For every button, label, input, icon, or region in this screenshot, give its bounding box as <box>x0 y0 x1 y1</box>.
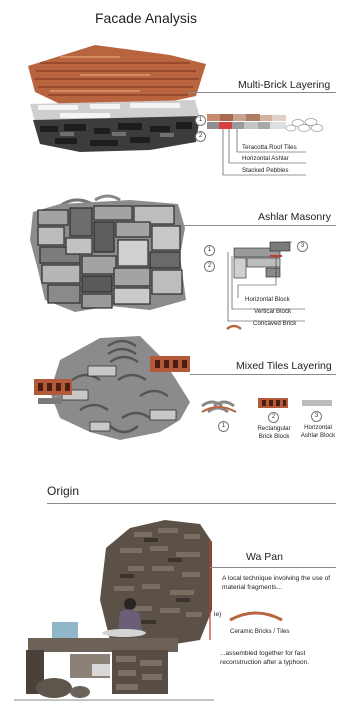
marker-2: 2 <box>204 261 215 272</box>
label-stacked-pebbles: Stacked Pebbles <box>242 167 289 174</box>
wa-pan-title: Wa Pan <box>246 551 283 563</box>
ceramic-bricks-caption: Ceramic Bricks / Tiles <box>230 628 290 635</box>
wa-pan-description: A local technique involving the use of m… <box>222 575 331 591</box>
label-rectangular-brick-block: Rectangular Brick Block <box>257 425 291 440</box>
marker-1: 1 <box>195 115 206 126</box>
ie-label: ie) <box>214 611 222 618</box>
wa-pan-conclusion: ...assembled together for fast reconstru… <box>220 650 310 666</box>
page-title: Facade Analysis <box>95 10 197 26</box>
section-title-multi-brick: Multi-Brick Layering <box>238 79 331 91</box>
label-horizontal-ashlar: Horizontal Ashlar <box>242 155 289 162</box>
marker-1: 1 <box>218 421 229 432</box>
marker-3: 3 <box>297 241 308 252</box>
section-title-mixed-tiles: Mixed Tiles Layering <box>236 360 332 372</box>
marker-2: 2 <box>268 412 279 423</box>
label-horizontal-block: Horizontal Block <box>245 296 290 303</box>
label-concaved-brick: Concaved Brick <box>253 320 297 327</box>
origin-heading: Origin <box>47 484 80 498</box>
label-terracotta-roof-tiles: Teracotta Roof Tiles <box>242 144 297 151</box>
marker-3: 3 <box>311 411 322 422</box>
marker-2: 2 <box>195 131 206 142</box>
section-title-ashlar-masonry: Ashlar Masonry <box>258 211 331 223</box>
label-horizontal-ashlar-block: Horizontal Ashlar Block <box>300 424 336 439</box>
marker-1: 1 <box>204 245 215 256</box>
label-vertical-block: Vertical Block <box>254 308 292 315</box>
